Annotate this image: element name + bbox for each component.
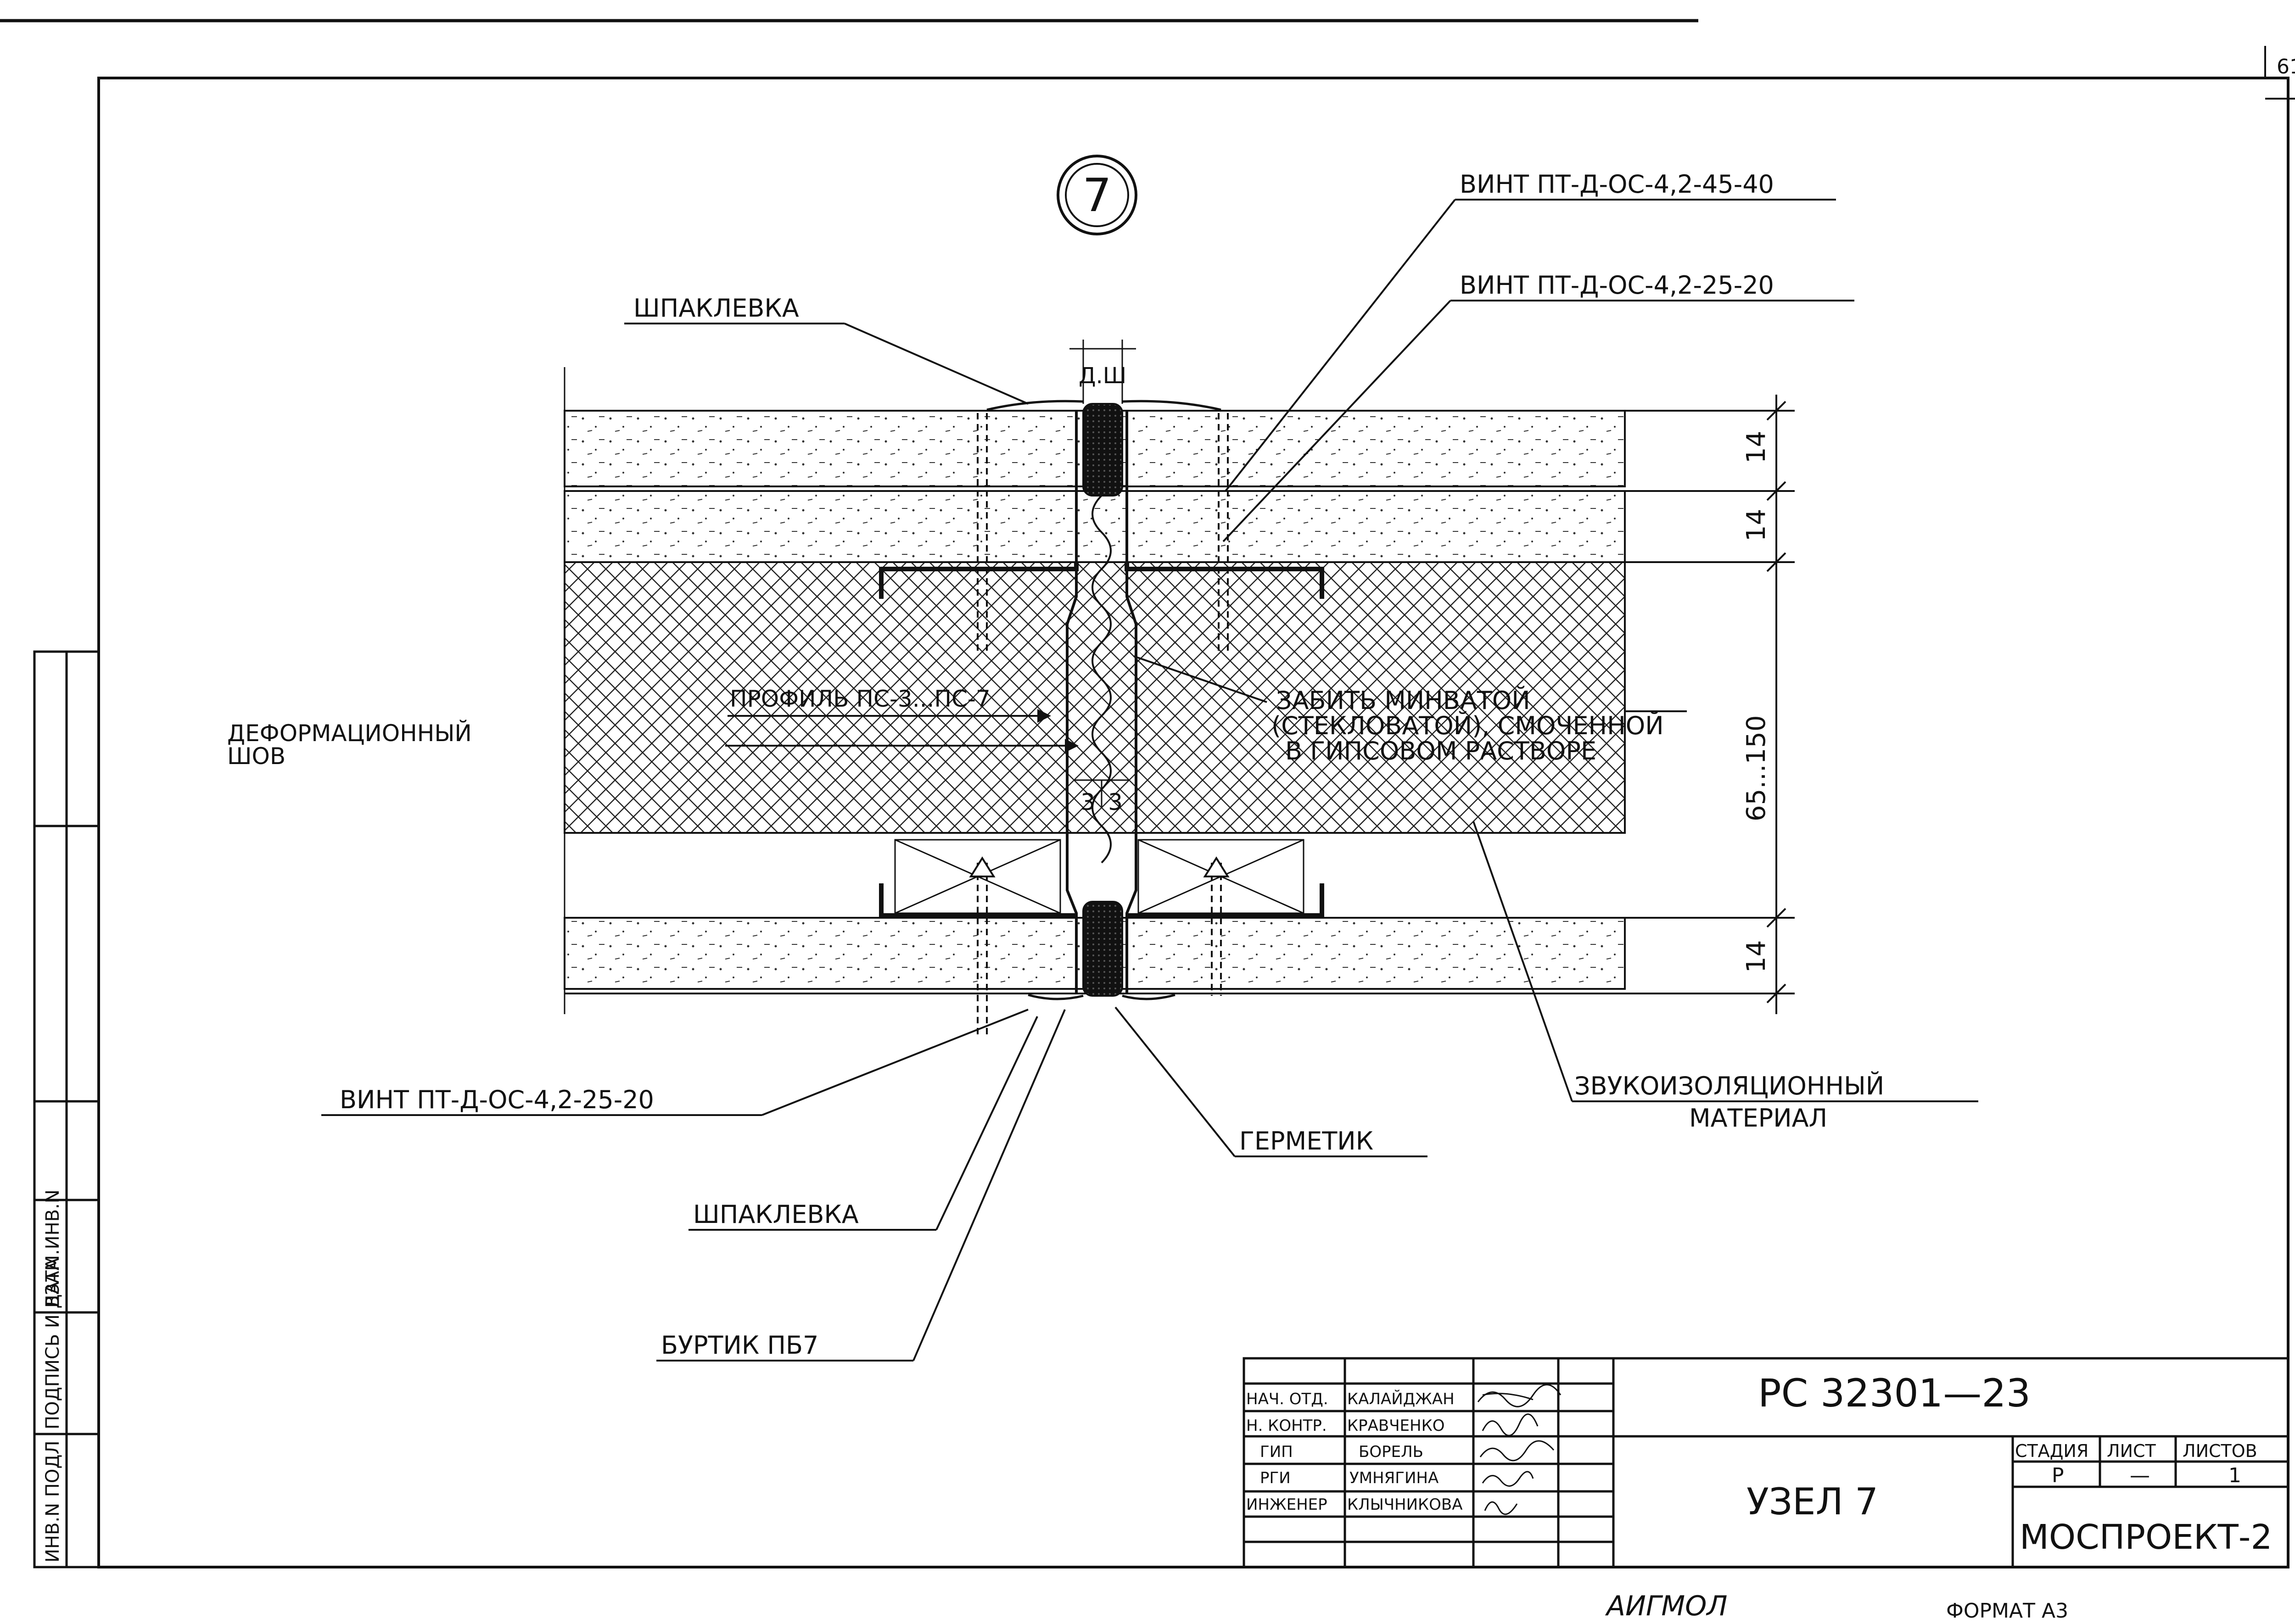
callout-profile: ПРОФИЛЬ ПС-3...ПС-7 [730,686,991,712]
callout-expansion-joint-2: ШОВ [227,743,285,770]
node-marker [1057,155,1137,235]
stamp-cell-vzam: ВЗАМ.ИНВ.N [42,1189,63,1308]
callout-screw-bottom: ВИНТ ПТ-Д-ОС-4,2-25-20 [340,1085,654,1114]
dim-14-b: 14 [1741,509,1771,541]
dim-3-right: 3 [1108,789,1123,815]
callout-screw-top-2: ВИНТ ПТ-Д-ОС-4,2-25-20 [1460,271,1774,300]
signer-name: КАЛАЙДЖАН [1347,1390,1455,1408]
col-sheet: ЛИСТ [2107,1441,2156,1461]
doc-code: РС 32301—23 [1758,1371,2031,1416]
signatures [1477,1384,1562,1515]
callout-soundproof-1: ЗВУКОИЗОЛЯЦИОННЫЙ [1574,1072,1884,1100]
dimension-chain [1625,395,1795,1014]
signer-name: КЛЫЧНИКОВА [1347,1496,1463,1514]
sheet-number: 61 [2277,55,2295,78]
footer-left: АИГМОЛ [1605,1590,1727,1622]
organization: МОСПРОЕКТ-2 [2020,1518,2273,1557]
footer-format: ФОРМАТ А3 [1946,1599,2068,1623]
callout-expansion-joint-1: ДЕФОРМАЦИОННЫЙ [227,720,472,747]
title-block [1243,1357,2289,1568]
sheet-value: — [2130,1464,2150,1487]
signers-table: НАЧ. ОТД. КАЛАЙДЖАН Н. КОНТР. КРАВЧЕНКО … [1246,1390,1463,1514]
signer-name: УМНЯГИНА [1349,1469,1439,1487]
callout-screw-top-1: ВИНТ ПТ-Д-ОС-4,2-45-40 [1460,170,1774,199]
node-number: 7 [1082,168,1112,222]
callout-putty-bottom: ШПАКЛЕВКА [693,1200,859,1229]
gap-label: Д.Ш [1079,363,1126,389]
callout-fill-2: (СТЕКЛОВАТОЙ), СМОЧЕННОЙ [1271,711,1664,740]
dim-65-150: 65...150 [1741,715,1771,821]
signer-name: БОРЕЛЬ [1359,1443,1423,1461]
drawing-title: УЗЕЛ 7 [1746,1480,1878,1523]
stamp-cell-signature: ПОДПИСЬ И ДАТА [42,1257,63,1429]
callout-putty-top: ШПАКЛЕВКА [633,294,799,323]
dim-14-a: 14 [1741,431,1771,463]
col-sheets: ЛИСТОВ [2183,1441,2257,1461]
callout-bead: БУРТИК ПБ7 [661,1331,818,1360]
signer-name: КРАВЧЕНКО [1347,1417,1444,1435]
signer-role: РГИ [1260,1469,1291,1487]
callout-sealant: ГЕРМЕТИК [1239,1127,1373,1155]
leader-lines [321,199,1978,1362]
dim-14-c: 14 [1741,940,1771,973]
sheets-value: 1 [2228,1464,2241,1487]
signer-role: ГИП [1260,1443,1293,1461]
signer-role: НАЧ. ОТД. [1246,1390,1328,1408]
stage-value: Р [2052,1464,2064,1487]
callout-fill-3: В ГИПСОВОМ РАСТВОРЕ [1285,737,1596,765]
dim-3-left: 3 [1080,789,1095,815]
side-stamp [33,650,100,1568]
signer-role: ИНЖЕНЕР [1246,1496,1327,1514]
signer-role: Н. КОНТР. [1246,1417,1327,1435]
stamp-cell-inv-podl: ИНВ.N ПОДЛ [42,1440,63,1563]
col-stage: СТАДИЯ [2015,1441,2088,1461]
section-drawing [564,340,1626,1037]
callout-fill-1: ЗАБИТЬ МИНВАТОЙ [1276,686,1530,715]
callout-soundproof-2: МАТЕРИАЛ [1689,1104,1827,1133]
